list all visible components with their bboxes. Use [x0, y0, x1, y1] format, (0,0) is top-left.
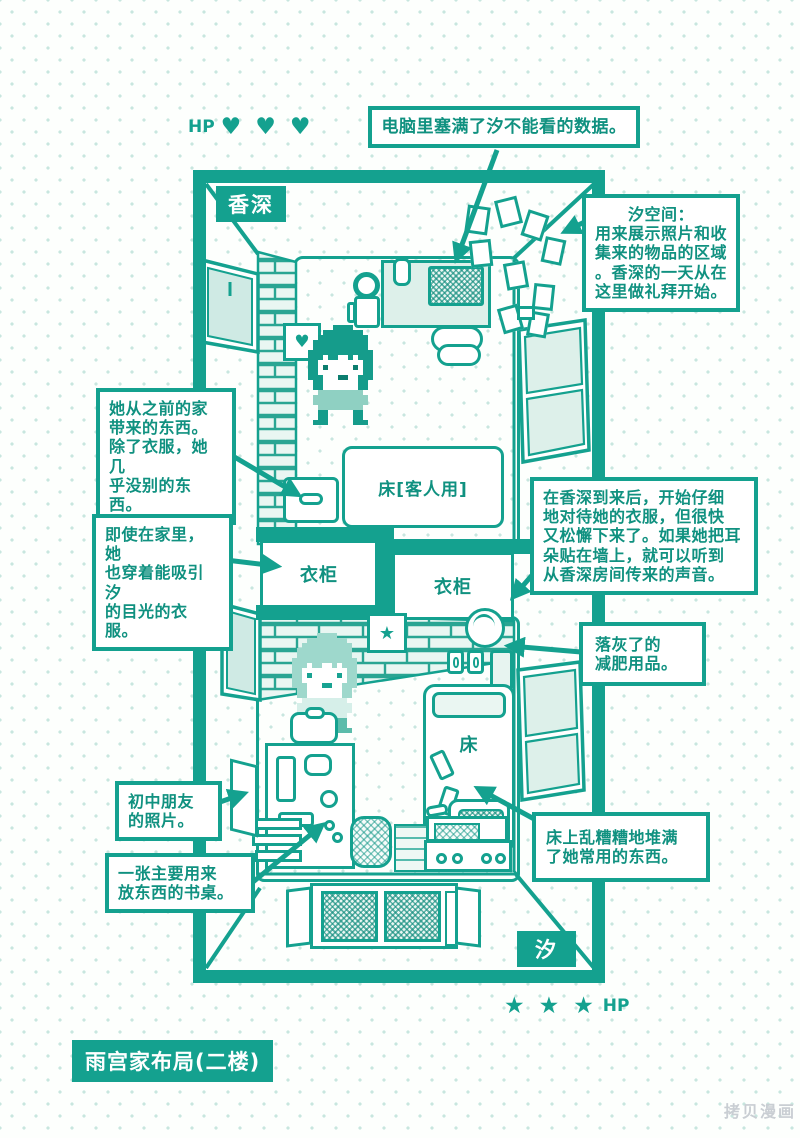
- divider-wall-a: [256, 527, 392, 542]
- star-icon: ★: [378, 622, 396, 644]
- suitcase-handle: [299, 493, 323, 505]
- annotation-ushio-space: 汐空间： 用来展示照片和收 集来的物品的区域 。香深的一天从在 这里做礼拜开始。: [582, 194, 740, 312]
- wardrobe-right-label: 衣柜: [434, 577, 472, 598]
- wardrobe-left-label: 衣柜: [300, 565, 338, 586]
- balcony-pane-right: [384, 891, 441, 942]
- kettle-bag: [290, 707, 338, 744]
- ball-highlight: [473, 614, 495, 639]
- computer-monitor: [428, 266, 484, 306]
- hp-bottom-label: HP: [602, 996, 630, 1016]
- hp-stars-icon: ★ ★ ★: [504, 993, 597, 1019]
- connector-clothes: [225, 553, 283, 575]
- ushio-desk: [265, 743, 355, 869]
- tv-knob-2: [452, 853, 463, 864]
- desk-item-cup: [320, 790, 338, 808]
- annotation-desk: 一张主要用来 放东西的书桌。: [105, 853, 255, 914]
- window-top-left: [200, 257, 260, 355]
- heart-icon: ♥: [294, 332, 310, 352]
- desk-lamp: [393, 258, 411, 286]
- connector-photo: [219, 788, 249, 809]
- connector-computer: [452, 149, 500, 264]
- tv-unit: [426, 816, 508, 842]
- guest-bed: 床[客人用]: [342, 446, 504, 528]
- bed-label: 床: [459, 735, 479, 756]
- tv-knob-4: [495, 853, 506, 864]
- star-bubble: ★: [367, 613, 407, 653]
- annotation-belongings: 她从之前的家 带来的东西。 除了衣服，她几 乎没别的东西。: [96, 388, 236, 526]
- guest-bed-label: 床[客人用]: [378, 479, 468, 500]
- floor-cushion: [350, 816, 392, 868]
- tv-knob-1: [436, 853, 447, 864]
- annotation-messy-bed: 床上乱糟糟地堆满 了她常用的东西。: [532, 812, 710, 883]
- hp-bottom: ★ ★ ★ HP: [504, 993, 629, 1019]
- hook-hole-1: [453, 657, 459, 668]
- balcony-pane-left: [321, 891, 378, 942]
- balcony-door: [310, 883, 458, 949]
- wall-frame-small: [517, 306, 535, 320]
- page-title: 雨宫家布局(二楼): [72, 1040, 274, 1082]
- room-tag-kasumi: 香深: [216, 186, 286, 222]
- wardrobe-right: 衣柜: [392, 552, 514, 620]
- watermark: 拷贝漫画: [724, 1102, 797, 1121]
- annotation-clothes: 即使在家里，她 也穿着能吸引汐 的目光的衣服。: [92, 514, 233, 652]
- annotation-wall-listen: 在香深到来后，开始仔细 地对待她的衣服，但很快 又松懈下来了。如果她把耳 朵贴在…: [530, 477, 758, 595]
- room-tag-ushio: 汐: [517, 931, 576, 967]
- camera-side: [347, 302, 356, 323]
- wall-hook-2: [467, 650, 484, 674]
- annotation-diet: 落灰了的 减肥用品。: [579, 622, 706, 687]
- connector-messy-bed: [473, 785, 538, 823]
- window-top-right: [517, 317, 591, 465]
- bed-pillow: [432, 692, 506, 718]
- hp-top-label: HP: [188, 117, 215, 137]
- annotation-photo: 初中朋友 的照片。: [115, 781, 222, 842]
- divider-wall-b: [378, 527, 394, 620]
- connector-desk: [251, 821, 326, 884]
- divider-wall-d: [256, 605, 392, 620]
- window-bottom-right: [516, 660, 586, 803]
- heart-bubble: ♥: [283, 323, 321, 361]
- desk-item-tray: [276, 756, 296, 802]
- desk-item-box: [304, 754, 332, 776]
- connector-diet: [503, 636, 582, 658]
- wall-hook-1: [447, 650, 464, 674]
- hp-top: HP ♥ ♥ ♥: [188, 114, 313, 140]
- tv-knob-3: [481, 853, 492, 864]
- outer-wall-top: [193, 170, 605, 183]
- tv-stand: [424, 840, 512, 872]
- connector-belongings: [224, 449, 303, 498]
- desk-item-ball2: [332, 832, 343, 843]
- exercise-ball: [465, 608, 505, 648]
- outer-wall-bottom: [193, 970, 605, 983]
- annotation-computer: 电脑里塞满了汐不能看的数据。: [368, 106, 640, 149]
- hook-hole-2: [473, 657, 479, 668]
- hp-hearts-icon: ♥ ♥ ♥: [220, 114, 314, 140]
- kettle-handle: [305, 707, 325, 719]
- desk-chair-seat: [437, 344, 481, 366]
